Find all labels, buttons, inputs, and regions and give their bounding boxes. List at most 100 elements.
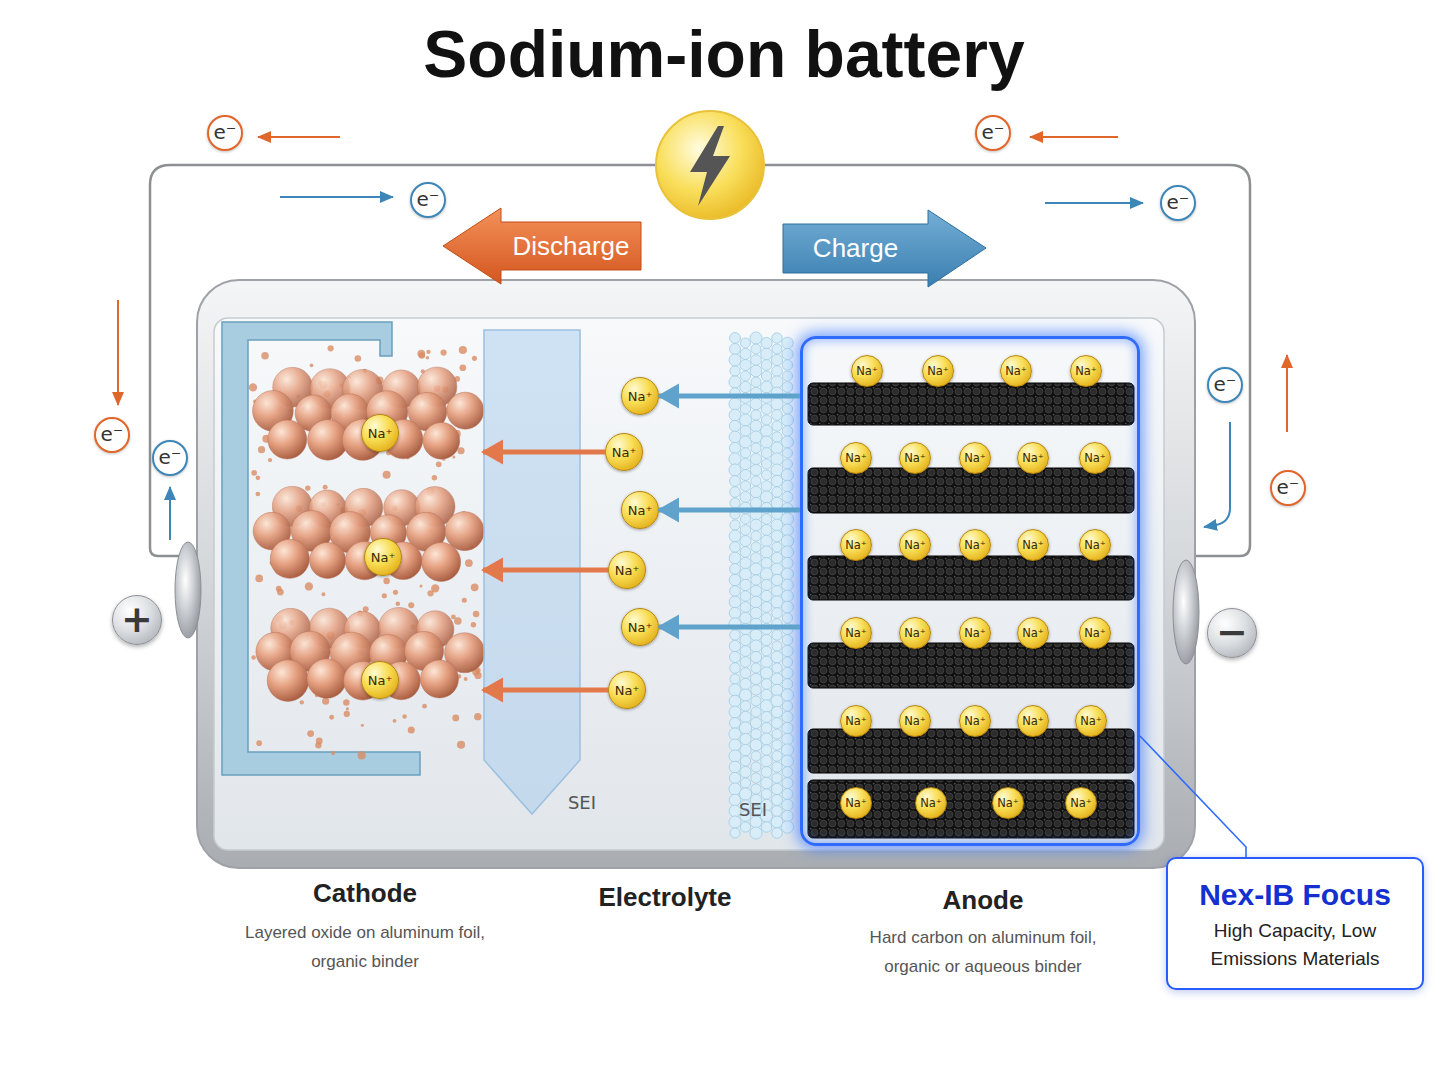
sei-bubble [729, 761, 741, 773]
sei-bubble [730, 564, 741, 575]
sei-bubble [750, 508, 762, 520]
sodium-ion-text: Na⁺ [628, 620, 653, 635]
sei-bubble [750, 739, 762, 751]
sei-bubble [729, 596, 741, 608]
sei-bubble [740, 668, 751, 679]
sei-bubble [781, 568, 793, 580]
sodium-ion: Na⁺ [840, 787, 872, 819]
sei-bubble [781, 744, 793, 756]
sei-bubble [772, 663, 782, 673]
material-particle [322, 592, 326, 596]
material-particle [305, 485, 310, 490]
sei-bubble [740, 711, 751, 722]
sei-bubble [782, 459, 792, 469]
sei-bubble [771, 398, 783, 410]
sei-bubbles [729, 332, 794, 839]
sei-bubble [740, 448, 750, 458]
sei-bubble [782, 810, 793, 821]
material-particle [464, 677, 468, 681]
sei-bubble [761, 337, 772, 348]
callout-box-text: Nex-IB Focus [1176, 877, 1414, 913]
sei-bubble [772, 773, 782, 783]
sei-bubble [771, 508, 782, 519]
sei-bubble [730, 718, 741, 729]
material-particle [256, 492, 261, 497]
sodium-ion-text: Na⁺ [1084, 626, 1106, 640]
material-particle [408, 602, 414, 608]
sei-bubble [750, 464, 761, 475]
hard-carbon-layer [808, 556, 1134, 600]
charge-arrow: Charge [783, 210, 986, 287]
sei-bubble [772, 366, 783, 377]
material-particle [441, 349, 447, 355]
sodium-ion: Na⁺ [1017, 617, 1049, 649]
sei-bubble [740, 458, 751, 469]
sei-bubble [781, 821, 793, 833]
sei-bubble [782, 524, 794, 536]
material-particle [474, 713, 481, 720]
sei-bubble [740, 525, 751, 536]
sodium-ion: Na⁺ [1079, 617, 1111, 649]
cell-cavity [214, 318, 1164, 850]
sei-bubble [750, 486, 761, 497]
sodium-ion: Na⁺ [1017, 705, 1049, 737]
electron-badge-text: e⁻ [982, 122, 1005, 142]
discharge-ion-arrow [483, 688, 608, 693]
sodium-ion-text: Na⁺ [1084, 538, 1106, 552]
sodium-ion-text: Na⁺ [1022, 626, 1044, 640]
sei-bubble [740, 535, 751, 546]
sei-bubble [729, 640, 741, 652]
sodium-ion-text: Na⁺ [368, 673, 393, 688]
terminal-badge: − [1207, 608, 1257, 658]
sei-bubble [761, 535, 773, 547]
sei-bubble [740, 568, 752, 580]
sei-bubble [750, 640, 762, 652]
sei-bubble [729, 442, 740, 453]
sodium-ion: Na⁺ [922, 355, 954, 387]
electron-badge-text: e⁻ [159, 447, 182, 467]
material-particle [307, 730, 314, 737]
sei-bubble [740, 371, 750, 381]
sodium-ion: Na⁺ [1017, 529, 1049, 561]
sei-bubble [782, 491, 793, 502]
sei-bubble [782, 635, 793, 646]
sodium-ion-text: Na⁺ [904, 626, 926, 640]
sei-bubble [751, 784, 761, 794]
sodium-ion: Na⁺ [840, 617, 872, 649]
sei-bubble [782, 645, 793, 656]
sei-bubble [730, 388, 741, 399]
sei-bubble [781, 689, 793, 701]
sei-bubble [761, 723, 772, 734]
sei-bubble [751, 531, 761, 541]
sei-bubble [761, 524, 772, 535]
electron-badge: e⁻ [1270, 470, 1306, 506]
material-particle [471, 622, 476, 627]
cell-region-body: Layered oxide on aluminum foil, organic … [225, 918, 505, 976]
sei-bubble [772, 828, 783, 839]
sodium-ion-text: Na⁺ [845, 451, 867, 465]
sei-bubble [781, 535, 793, 547]
sei-bubble [740, 634, 751, 645]
sei-bubble [771, 706, 782, 717]
charge-ion-arrow [659, 508, 800, 513]
sodium-ion-text: Na⁺ [927, 364, 949, 378]
material-particle [331, 751, 335, 755]
sei-bubble [739, 788, 751, 800]
sodium-ion: Na⁺ [899, 617, 931, 649]
sei-bubble [761, 502, 772, 513]
part-label: SEI [713, 799, 793, 821]
sei-bubble [771, 585, 782, 596]
anode-region: AnodeHard carbon on aluminum foil, organ… [800, 336, 1140, 846]
material-particle [426, 356, 430, 360]
sodium-ion: Na⁺ [899, 442, 931, 474]
sei-bubble [782, 767, 793, 778]
sei-bubble [772, 333, 782, 343]
oxide-sphere [447, 392, 484, 429]
sei-bubble [740, 338, 750, 348]
material-particle [251, 655, 255, 659]
electron-badge: e⁻ [1207, 367, 1243, 403]
separator-layer [484, 330, 580, 814]
material-particle [420, 585, 423, 588]
sodium-ion: Na⁺ [621, 491, 659, 529]
discharge-ion-arrow [483, 450, 605, 455]
